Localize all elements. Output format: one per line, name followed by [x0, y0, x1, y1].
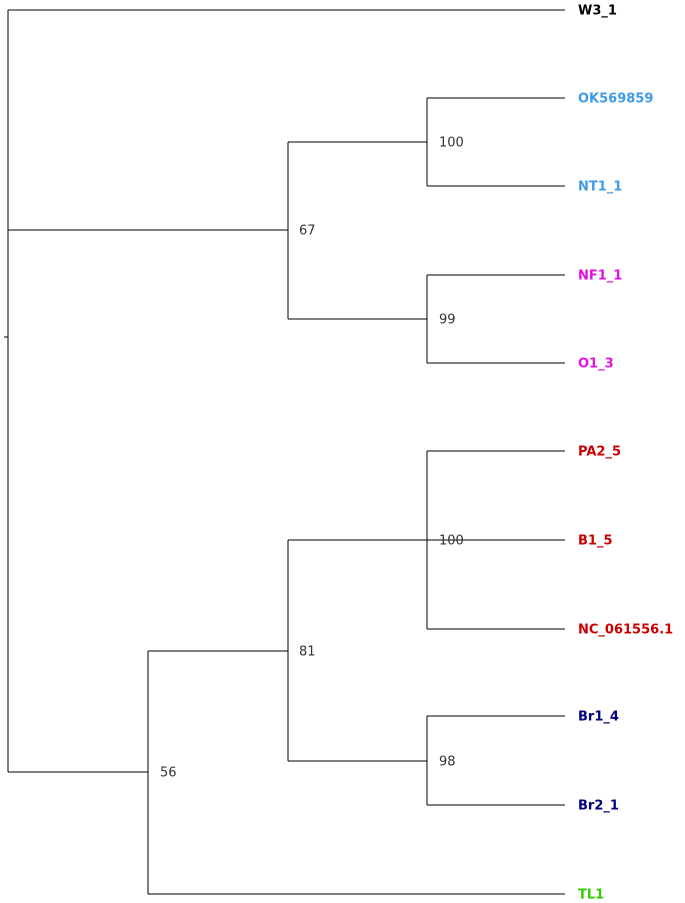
- support-value-ok569859-nt1: 100: [439, 136, 464, 151]
- tip-label-w3: W3_1: [578, 4, 617, 19]
- support-value-clade-red-navy: 81: [299, 645, 316, 660]
- tip-label-nc061556: NC_061556.1: [578, 623, 673, 638]
- tip-label-nt1: NT1_1: [578, 180, 622, 195]
- tip-label-nf1: NF1_1: [578, 269, 622, 284]
- support-value-pa2-b1-nc: 100: [439, 534, 464, 549]
- tip-label-b1: B1_5: [578, 534, 613, 549]
- tip-label-pa2: PA2_5: [578, 445, 621, 460]
- tip-label-tl1: TL1: [578, 888, 604, 903]
- tip-label-br1: Br1_4: [578, 710, 619, 725]
- support-value-clade-with-tl1: 56: [160, 766, 177, 781]
- support-value-nf1-o1: 99: [439, 313, 456, 328]
- support-value-br1-br2: 98: [439, 755, 456, 770]
- support-value-clade-blue-magenta: 67: [299, 224, 316, 239]
- tip-label-br2: Br2_1: [578, 799, 619, 814]
- tip-label-o1: O1_3: [578, 357, 614, 372]
- tip-label-ok569859: OK569859: [578, 92, 653, 107]
